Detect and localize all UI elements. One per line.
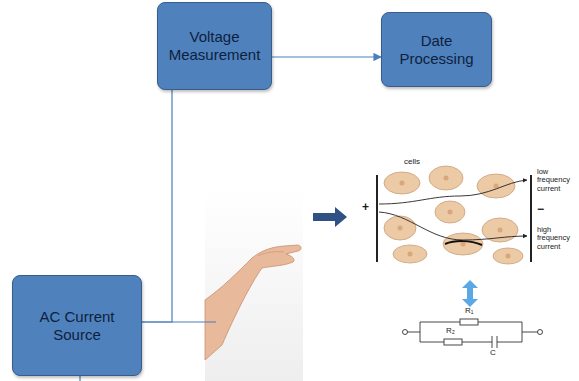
box-label: Voltage Measurement [164,28,265,64]
diagram-label: + [362,201,374,214]
diagram-label: R₁ [465,307,479,316]
hand-photo [140,191,303,381]
double-arrow [462,280,478,307]
box-label: Date Processing [388,32,485,68]
cell-diagram [377,166,531,264]
connector [142,90,172,322]
diagram-label: − [537,203,549,216]
diagram-label: cells [404,158,434,167]
equivalent-circuit [403,319,543,348]
diagram-label: low frequency current [537,168,577,193]
box-label: AC Current Source [19,308,135,344]
process-box: AC Current Source [12,275,142,376]
process-box: Date Processing [381,12,492,87]
diagram-label: high frequency current [537,226,577,251]
diagram-label: C [490,349,502,358]
connector [272,56,381,57]
process-box: Voltage Measurement [157,2,272,90]
transition-arrow [313,207,347,227]
diagram-label: R₂ [446,327,460,336]
